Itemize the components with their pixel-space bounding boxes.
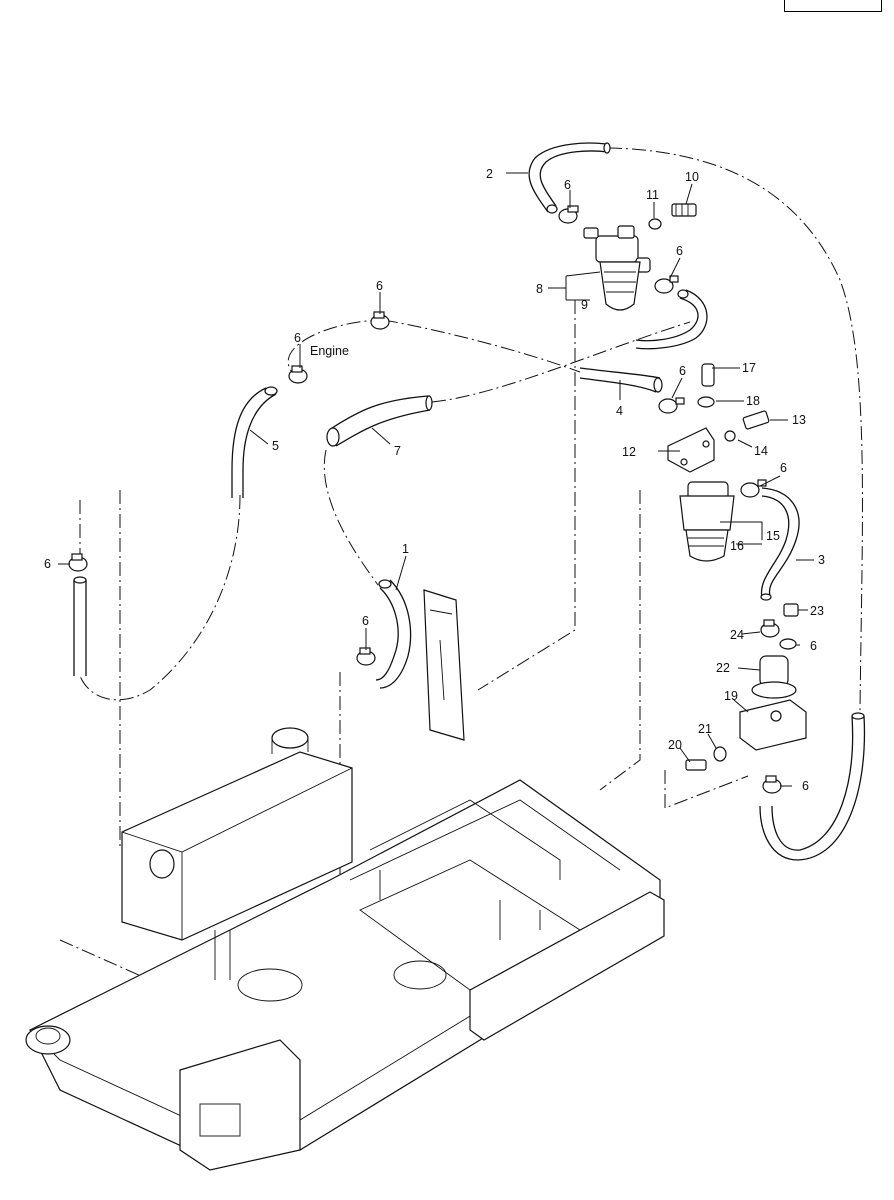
callout-24: 6	[810, 639, 817, 653]
callout-6: 6	[780, 461, 787, 475]
callout-5: 5	[272, 439, 279, 453]
callout-14: 14	[754, 444, 768, 458]
callout-13: 13	[792, 413, 806, 427]
callout-6: 6	[676, 244, 683, 258]
machine-frame	[25, 589, 665, 1171]
callout-3: 3	[818, 553, 825, 567]
hose-top-right	[635, 289, 708, 350]
callout-6: 6	[564, 178, 571, 192]
callout-11: 11	[646, 188, 659, 202]
leader-lines	[58, 172, 814, 787]
callout-labels: 2 6 11 10 6 8 9 6 6 6 17 4 18 13 5 7 12 …	[44, 167, 825, 793]
callout-7: 7	[394, 444, 401, 458]
callout-2: 2	[486, 167, 493, 181]
callout-8: 8	[536, 282, 543, 296]
callout-6: 6	[294, 331, 301, 345]
callout-17: 17	[742, 361, 756, 375]
callout-22: 22	[716, 661, 730, 675]
title-box	[784, 0, 882, 12]
callout-20: 20	[668, 738, 682, 752]
bracket-12	[667, 363, 770, 473]
clamp-group	[68, 205, 782, 794]
hose-3	[760, 487, 800, 601]
hose-return-right	[759, 712, 866, 861]
engine-label: Engine	[310, 344, 349, 358]
callout-6: 6	[679, 364, 686, 378]
dashed-leader-lines	[59, 147, 863, 1101]
hose-1	[375, 579, 412, 689]
callout-4: 4	[616, 404, 623, 418]
hose-left-vertical	[73, 576, 87, 676]
sensor-bracket	[685, 603, 807, 771]
callout-16: 16	[730, 539, 744, 553]
callout-6: 24	[730, 628, 744, 642]
callout-12: 12	[622, 445, 636, 459]
callout-6: 6	[376, 279, 383, 293]
fuel-filter-upper	[583, 203, 697, 311]
callout-23: 23	[810, 604, 824, 618]
callout-1: 1	[402, 542, 409, 556]
callout-18: 18	[746, 394, 760, 408]
callout-6: 6	[362, 614, 369, 628]
callout-15: 15	[766, 529, 780, 543]
hose-4	[579, 367, 663, 393]
callout-21: 21	[698, 722, 712, 736]
callout-6: 6	[802, 779, 809, 793]
hose-7	[326, 395, 433, 447]
callout-6: 6	[44, 557, 51, 571]
hose-5	[231, 386, 278, 498]
callout-19: 19	[724, 689, 738, 703]
callout-9: 9	[581, 298, 588, 312]
callout-10: 10	[685, 170, 699, 184]
hose-2	[528, 142, 611, 214]
